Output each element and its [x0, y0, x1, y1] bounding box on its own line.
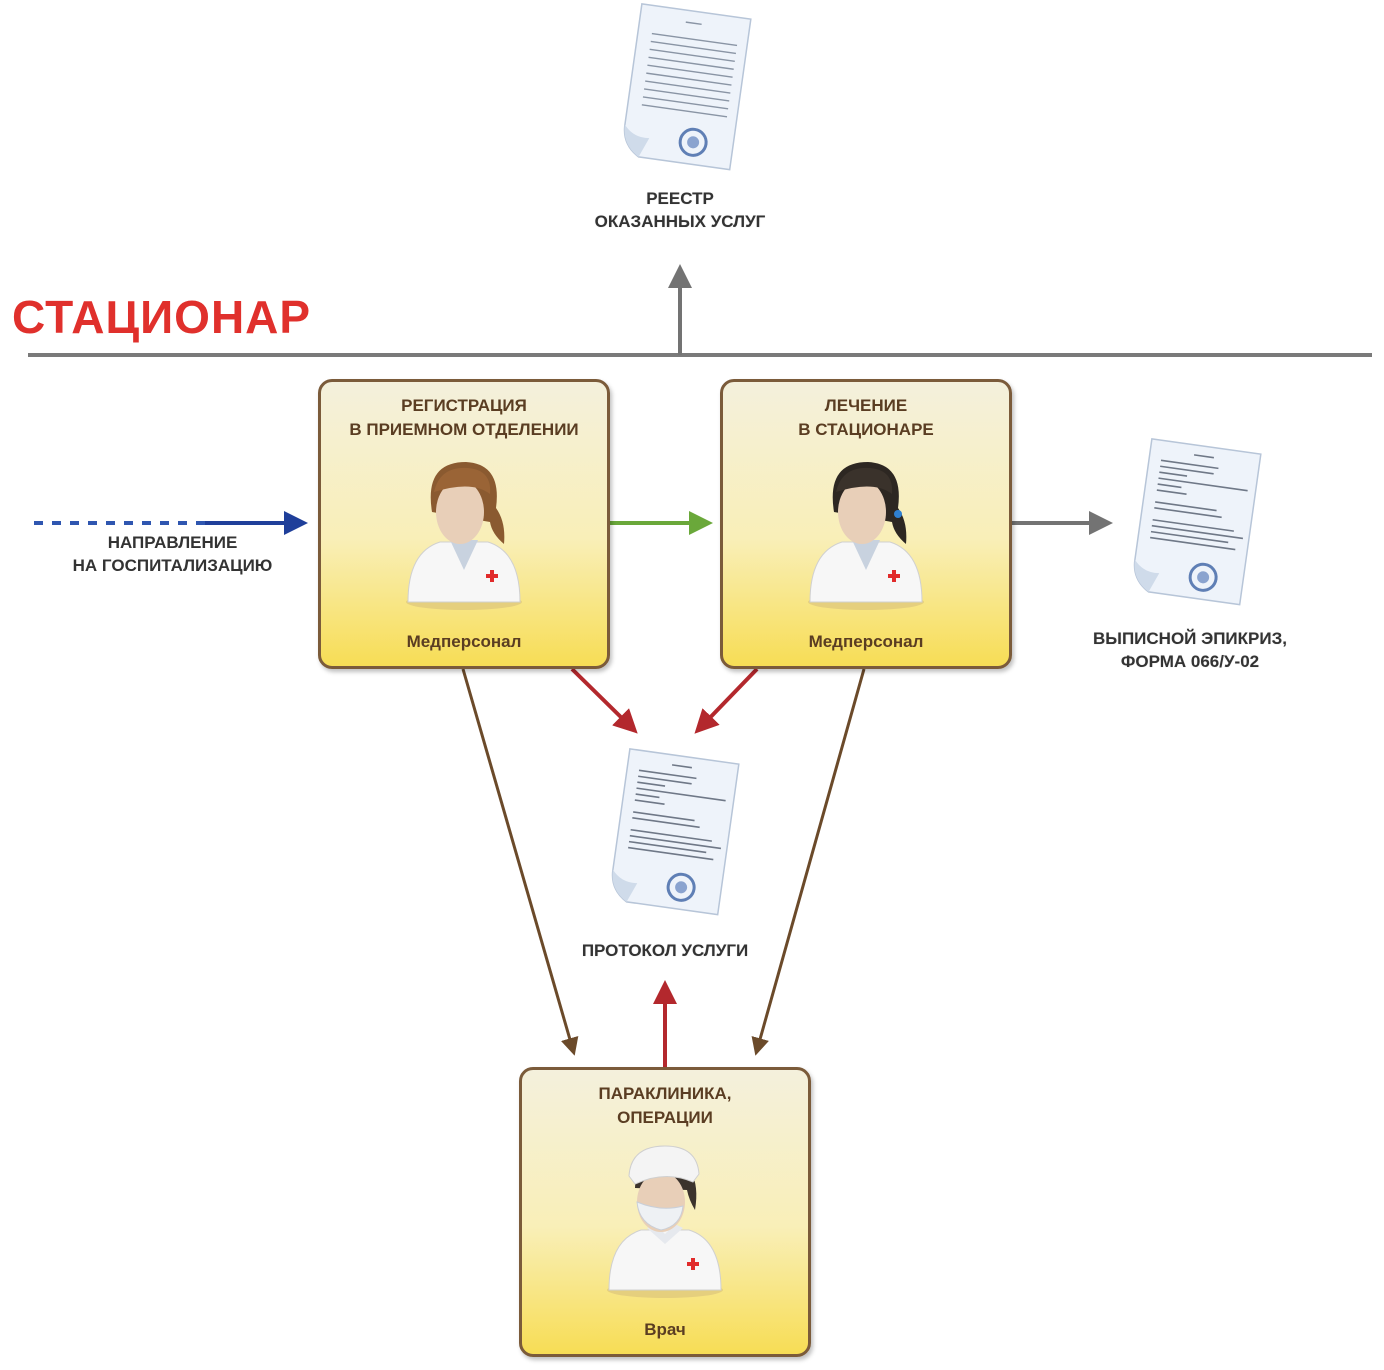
discharge-label: ВЫПИСНОЙ ЭПИКРИЗ, ФОРМА 066/У-02 — [1060, 627, 1320, 673]
registry-document-icon — [623, 2, 752, 171]
registry-label-line2: ОКАЗАННЫХ УСЛУГ — [594, 212, 766, 231]
title-line1: ЛЕЧЕНИЕ — [824, 396, 908, 415]
title-line2: ОПЕРАЦИИ — [617, 1108, 713, 1127]
title-line2: В СТАЦИОНАРЕ — [798, 420, 934, 439]
node-registration-title: РЕГИСТРАЦИЯ В ПРИЕМНОМ ОТДЕЛЕНИИ — [321, 394, 607, 442]
referral-label-line2: НА ГОСПИТАЛИЗАЦИЮ — [72, 556, 273, 575]
referral-label-line1: НАПРАВЛЕНИЕ — [107, 533, 238, 552]
title-line2: В ПРИЕМНОМ ОТДЕЛЕНИИ — [349, 420, 579, 439]
protocol-label: ПРОТОКОЛ УСЛУГИ — [581, 941, 749, 960]
discharge-label-line1: ВЫПИСНОЙ ЭПИКРИЗ, — [1093, 629, 1287, 648]
title-line1: ПАРАКЛИНИКА, — [598, 1084, 732, 1103]
section-title: СТАЦИОНАР — [12, 291, 312, 343]
node-paraclinic-role: Врач — [644, 1320, 686, 1339]
protocol-document-icon — [611, 747, 740, 916]
discharge-label-line2: ФОРМА 066/У-02 — [1120, 652, 1260, 671]
node-registration[interactable]: РЕГИСТРАЦИЯ В ПРИЕМНОМ ОТДЕЛЕНИИ Медперс… — [318, 379, 610, 669]
node-paraclinic-title: ПАРАКЛИНИКА, ОПЕРАЦИИ — [522, 1082, 808, 1130]
node-treatment-role: Медперсонал — [808, 632, 924, 651]
registration-to-protocol-arrow — [570, 667, 638, 734]
treatment-to-paraclinic-arrow — [751, 668, 866, 1056]
treatment-to-protocol-arrow — [694, 667, 759, 734]
node-treatment[interactable]: ЛЕЧЕНИЕ В СТАЦИОНАРЕ Медперсонал — [720, 379, 1012, 669]
node-registration-role: Медперсонал — [406, 632, 522, 651]
registration-to-paraclinic-arrow — [461, 668, 579, 1056]
node-treatment-title: ЛЕЧЕНИЕ В СТАЦИОНАРЕ — [723, 394, 1009, 442]
nurse-icon — [406, 462, 522, 610]
registry-label-line1: РЕЕСТР — [646, 189, 714, 208]
title-line1: РЕГИСТРАЦИЯ — [401, 396, 527, 415]
registry-label: РЕЕСТР ОКАЗАННЫХ УСЛУГ — [560, 187, 800, 233]
doctor-icon — [607, 1145, 723, 1298]
referral-label: НАПРАВЛЕНИЕ НА ГОСПИТАЛИЗАЦИЮ — [40, 531, 305, 577]
discharge-document-icon — [1133, 437, 1262, 606]
node-paraclinic[interactable]: ПАРАКЛИНИКА, ОПЕРАЦИИ Врач — [519, 1067, 811, 1357]
nurse-icon — [808, 462, 924, 610]
